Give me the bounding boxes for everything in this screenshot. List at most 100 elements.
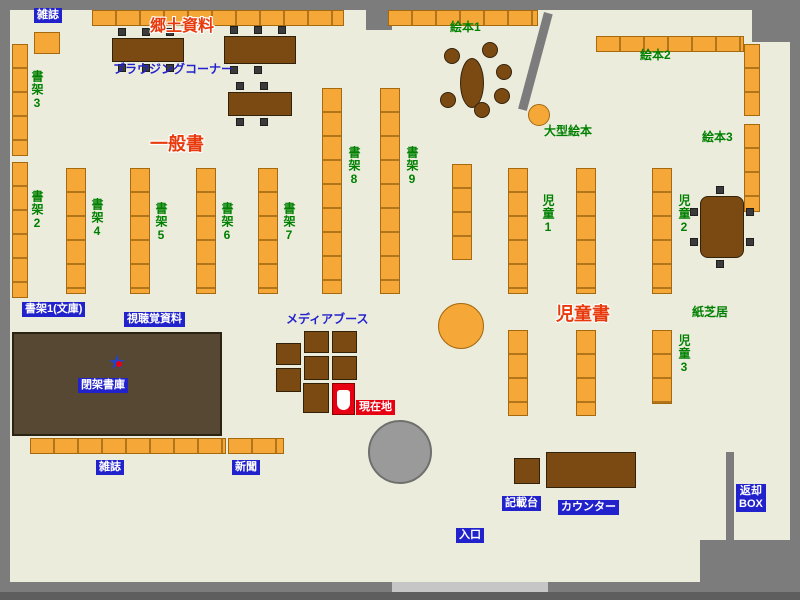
shelf-7	[258, 168, 278, 294]
shelf-6	[196, 168, 216, 294]
label-closed-stacks: 閉架書庫	[78, 378, 128, 393]
label-children3: 児童3	[677, 334, 691, 375]
media-booth-seat	[303, 383, 329, 413]
stool	[482, 42, 498, 58]
label-shelf3: 書架3	[30, 70, 44, 111]
floor	[10, 10, 790, 582]
chair	[260, 118, 268, 126]
label-children1: 児童1	[541, 194, 555, 235]
shelf-8	[322, 88, 342, 294]
shelf-children3	[652, 330, 672, 404]
stool	[444, 48, 460, 64]
media-booth-seat	[304, 356, 329, 380]
shelf-children1-b	[576, 168, 596, 294]
media-booth-seat	[304, 331, 329, 353]
label-shelf9: 書架9	[405, 146, 419, 187]
label-writing-stand: 記載台	[502, 496, 541, 511]
shelf-9	[380, 88, 400, 294]
chair	[254, 66, 262, 74]
label-magazines-top: 雑誌	[34, 8, 62, 23]
browsing-table-3	[228, 92, 292, 116]
label-kamishibai: 紙芝居	[692, 305, 729, 319]
chair	[118, 64, 126, 72]
counter-desk	[546, 452, 636, 488]
current-location-booth	[332, 383, 355, 415]
chair	[230, 66, 238, 74]
media-booth-seat	[332, 356, 357, 380]
stool	[474, 102, 490, 118]
chair	[260, 82, 268, 90]
label-audiovisual: 視聴覚資料	[124, 312, 185, 327]
chair	[118, 28, 126, 36]
label-picturebook2: 絵本2	[640, 48, 671, 62]
label-picturebook1: 絵本1	[450, 20, 481, 34]
large-picturebook-stand	[528, 104, 550, 126]
shelf-magazines-bottom	[30, 438, 226, 454]
chair	[236, 82, 244, 90]
return-box-line1: 返却	[739, 485, 762, 497]
label-shelf6: 書架6	[220, 202, 234, 243]
label-browsing-corner: ブラウジングコーナー	[113, 62, 234, 76]
current-location-marker: 現在地	[356, 400, 395, 415]
shelf-children2	[652, 168, 672, 294]
section-local-history: 郷土資料	[150, 18, 215, 35]
label-newspaper: 新聞	[232, 460, 260, 475]
shelf-magazines-top	[34, 32, 60, 54]
chair	[716, 260, 724, 268]
star-center-dot	[116, 361, 122, 367]
chair	[716, 186, 724, 194]
shelf-children-low-a	[508, 330, 528, 416]
shelf-children1-a	[508, 168, 528, 294]
label-shelf7: 書架7	[282, 202, 296, 243]
shelf-5	[130, 168, 150, 294]
wall-top-right-corner	[752, 10, 790, 42]
picturebook1-table	[460, 58, 484, 108]
label-shelf4: 書架4	[90, 198, 104, 239]
shelf-4	[66, 168, 86, 294]
media-booth-seat	[276, 368, 301, 392]
shelf-picturebook2	[596, 36, 744, 52]
round-display-table	[438, 303, 484, 349]
stool	[496, 64, 512, 80]
chair	[166, 28, 174, 36]
label-entrance: 入口	[456, 528, 484, 543]
browsing-table-2	[224, 36, 296, 64]
browsing-table-1	[112, 38, 184, 62]
label-media-booth: メディアブース	[286, 312, 369, 326]
label-shelf5: 書架5	[154, 202, 168, 243]
wall-return-nook	[726, 452, 734, 542]
chair	[166, 64, 174, 72]
label-shelf1-paperback: 書架1(文庫)	[22, 302, 86, 317]
entrance-opening	[392, 582, 548, 592]
chair	[690, 238, 698, 246]
chair	[142, 28, 150, 36]
media-booth-seat	[276, 343, 301, 365]
stool	[494, 88, 510, 104]
chair	[236, 118, 244, 126]
chair	[690, 208, 698, 216]
chair	[230, 26, 238, 34]
wall-top-pillar	[366, 0, 392, 30]
section-general-books: 一般書	[150, 134, 204, 154]
shelf-children-low-b	[576, 330, 596, 416]
shelf-picturebook1	[388, 10, 538, 26]
label-picturebook3: 絵本3	[702, 130, 733, 144]
shelf-picturebook3	[744, 124, 760, 212]
shelf-3-wall	[12, 44, 28, 156]
label-magazines-bottom: 雑誌	[96, 460, 124, 475]
label-counter: カウンター	[558, 500, 619, 515]
children-table	[700, 196, 744, 258]
wall-bottom-outer	[0, 592, 800, 600]
label-large-picturebook: 大型絵本	[544, 124, 593, 138]
writing-stand	[514, 458, 540, 484]
shelf-right-wall-upper	[744, 44, 760, 116]
chair	[746, 208, 754, 216]
round-pillar	[368, 420, 432, 484]
star-icon: ★	[108, 352, 130, 374]
chair	[142, 64, 150, 72]
shelf-2-wall	[12, 162, 28, 298]
section-children-books: 児童書	[556, 304, 610, 324]
media-booth-seat	[332, 331, 357, 353]
label-children2: 児童2	[677, 194, 691, 235]
